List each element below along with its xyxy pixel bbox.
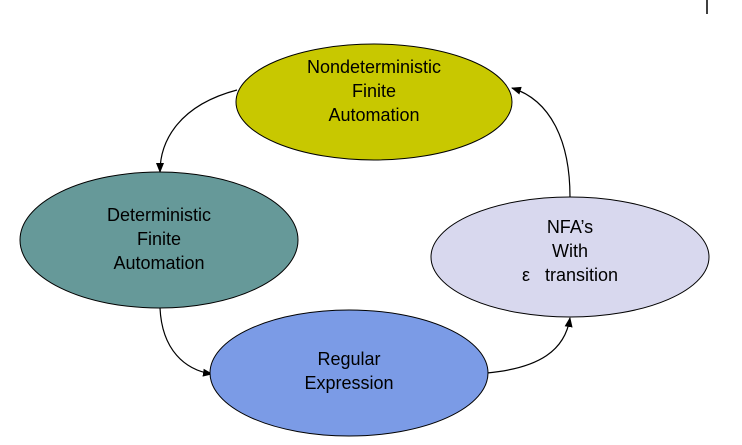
node-label-line: Regular <box>317 349 380 369</box>
edge-dfa-to-regex <box>159 307 213 377</box>
edge-enfa-to-nfa <box>511 86 571 198</box>
node-nondeterministic-finite-automation: Nondeterministic Finite Automation <box>235 43 513 161</box>
node-deterministic-finite-automation: Deterministic Finite Automation <box>19 171 299 309</box>
node-label-line: Finite <box>137 229 181 249</box>
node-nfa-with-epsilon-transition: NFA’s With ε transition <box>430 196 710 318</box>
node-shape <box>209 309 489 437</box>
node-label-line: Deterministic <box>107 205 211 225</box>
node-label-line: With <box>552 241 588 261</box>
node-label-line: Nondeterministic <box>307 57 441 77</box>
edge-nfa-to-dfa <box>156 89 238 173</box>
node-label-line: Finite <box>352 81 396 101</box>
node-shape <box>235 43 513 161</box>
node-regular-expression: Regular Expression <box>209 309 489 437</box>
edge-regex-to-enfa <box>486 317 573 374</box>
node-label-line: Automation <box>328 105 419 125</box>
node-shape <box>430 196 710 318</box>
node-shape <box>19 171 299 309</box>
edges <box>156 86 573 377</box>
node-label-line: Automation <box>113 253 204 273</box>
node-label-line: NFA’s <box>547 217 593 237</box>
node-label-line: ε transition <box>522 265 618 285</box>
node-label-line: Expression <box>304 373 393 393</box>
